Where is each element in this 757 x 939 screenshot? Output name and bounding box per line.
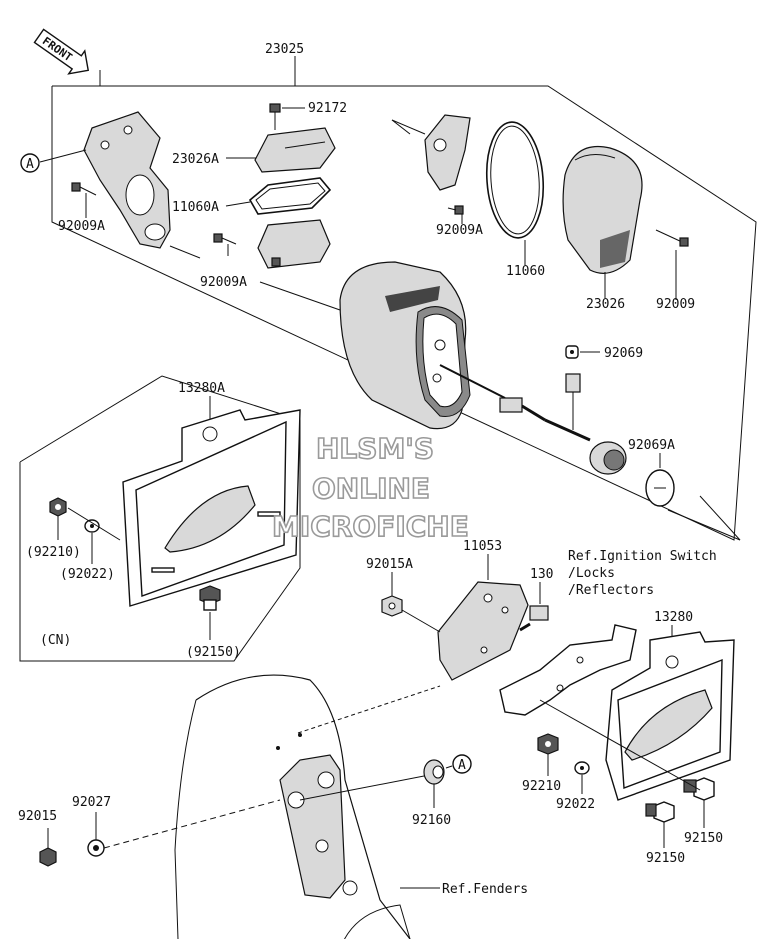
watermark: HLSM'S ONLINE MICROFICHE [271, 431, 469, 544]
ref-locks: /Locks [568, 566, 615, 581]
label-23026a: 23026A [172, 152, 219, 167]
callout-a-2: A [458, 758, 466, 773]
label-92160: 92160 [412, 813, 451, 828]
ref-reflectors: /Reflectors [568, 583, 654, 598]
label-92009a-1: 92009A [58, 219, 105, 234]
bolt-130 [519, 605, 549, 632]
label-130: 130 [530, 567, 553, 582]
cn-note: (CN) [40, 633, 71, 648]
label-92015: 92015 [18, 809, 57, 824]
label-11060: 11060 [506, 264, 545, 279]
label-92009: 92009 [656, 297, 695, 312]
watermark-line-3: MICROFICHE [272, 510, 469, 543]
label-92009a-2: 92009A [200, 275, 247, 290]
cn-variant-frame [19, 375, 301, 662]
callout-a-1: A [26, 157, 34, 172]
gasket-11060a-part [248, 177, 332, 215]
label-11053: 11053 [463, 539, 502, 554]
license-plate-bracket-13280a [122, 409, 301, 607]
label-92150-1: 92150 [684, 831, 723, 846]
mount-bracket-part [83, 111, 171, 249]
washer-92027 [87, 839, 105, 857]
bulb-92069a [645, 469, 675, 507]
rear-fender-outline [174, 674, 411, 939]
bolt-92150-cn [199, 585, 221, 611]
screw-92009a-mid [213, 233, 237, 245]
callout-a-circle-1 [20, 153, 40, 173]
mounting-plate-11053 [437, 581, 529, 681]
screw-92009 [655, 229, 689, 247]
label-92150-cn: (92150) [186, 645, 241, 660]
ref-ignition-switch: Ref.Ignition Switch [568, 549, 717, 564]
label-92027: 92027 [72, 795, 111, 810]
bolt-92150-b [645, 801, 675, 823]
label-92172: 92172 [308, 101, 347, 116]
bolt-92150-a [683, 777, 715, 801]
label-92069: 92069 [604, 346, 643, 361]
washer-92022-cn [84, 519, 100, 533]
screw-92172 [269, 103, 281, 130]
label-92210-cn: (92210) [26, 545, 81, 560]
assembly-frame-23025 [51, 70, 757, 541]
nut-92015a [381, 595, 403, 617]
front-arrow-icon: FRONT [33, 28, 90, 75]
nut-92210-cn [49, 497, 67, 517]
nut-92015 [39, 847, 57, 867]
bulb-socket-wiring [439, 364, 627, 475]
gasket-11060-ring [485, 121, 545, 239]
small-lamp-housing [257, 219, 331, 269]
label-92069a: 92069A [628, 438, 675, 453]
label-13280: 13280 [654, 610, 693, 625]
lens-23026-part [562, 145, 643, 274]
label-92150-2: 92150 [646, 851, 685, 866]
label-92015a: 92015A [366, 557, 413, 572]
callout-a-circle-2 [452, 754, 472, 774]
fender-mount-bracket [279, 754, 358, 899]
label-11060a: 11060A [172, 200, 219, 215]
label-23026: 23026 [586, 297, 625, 312]
label-23025: 23025 [265, 42, 304, 57]
screw-92009a-left [71, 182, 97, 196]
license-bracket-arm [499, 624, 637, 716]
label-92022: 92022 [556, 797, 595, 812]
ref-fenders: Ref.Fenders [442, 882, 528, 897]
watermark-line-1: HLSM'S [316, 432, 434, 465]
washer-92022 [574, 761, 590, 775]
tail-lamp-housing [339, 261, 471, 430]
label-92009a-3: 92009A [436, 223, 483, 238]
label-92022-cn: (92022) [60, 567, 115, 582]
lens-23026a-part [254, 127, 336, 173]
label-13280a: 13280A [178, 381, 225, 396]
label-92210: 92210 [522, 779, 561, 794]
license-plate-bracket-13280 [605, 631, 735, 801]
watermark-line-2: ONLINE [312, 472, 430, 505]
screw-92009a-right [447, 205, 464, 215]
nut-92210 [537, 733, 559, 755]
clip-92069 [565, 345, 579, 359]
lamp-base-bracket [424, 114, 471, 191]
grommet-92160 [423, 759, 445, 785]
